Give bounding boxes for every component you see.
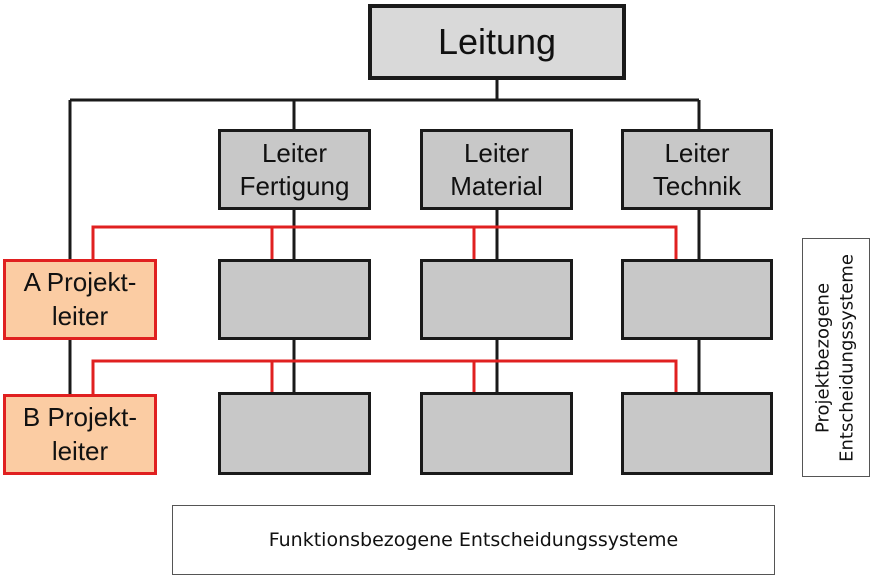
leiter-material-line1: Leiter xyxy=(463,138,530,168)
cell-a-material xyxy=(420,259,573,340)
functional-systems-caption: Funktionsbezogene Entscheidungssysteme xyxy=(172,505,775,575)
project-systems-caption: Projektbezogene Entscheidungssysteme xyxy=(802,238,870,477)
functional-systems-label: Funktionsbezogene Entscheidungssysteme xyxy=(268,529,679,551)
projekt-a-box: A Projekt- leiter xyxy=(3,259,157,340)
cell-a-fertigung xyxy=(218,259,371,340)
cell-b-technik xyxy=(621,392,773,475)
cell-b-material xyxy=(420,392,573,475)
leiter-fertigung-box: Leiter Fertigung xyxy=(218,129,371,210)
projekt-a-line1: A Projekt- xyxy=(23,266,137,297)
leiter-technik-line2: Technik xyxy=(652,170,742,201)
leiter-fertigung-line1: Leiter xyxy=(261,138,328,168)
projekt-b-box: B Projekt- leiter xyxy=(3,394,157,475)
project-systems-line1: Projektbezogene xyxy=(812,282,834,433)
projekt-b-line2: leiter xyxy=(51,435,109,466)
cell-b-fertigung xyxy=(218,392,371,475)
project-systems-label: Projektbezogene Entscheidungssysteme xyxy=(812,254,861,462)
leitung-box: Leitung xyxy=(368,4,626,80)
leitung-label: Leitung xyxy=(437,21,557,62)
projekt-b-line1: B Projekt- xyxy=(22,401,138,432)
projekt-a-line2: leiter xyxy=(51,300,109,331)
project-a-line xyxy=(91,225,678,260)
project-systems-line2: Entscheidungssysteme xyxy=(837,253,858,462)
cell-a-technik xyxy=(621,259,773,340)
leiter-material-line2: Material xyxy=(450,170,543,201)
leiter-fertigung-line2: Fertigung xyxy=(239,170,350,201)
leiter-technik-box: Leiter Technik xyxy=(621,129,773,210)
leiter-material-box: Leiter Material xyxy=(420,129,573,210)
project-b-line xyxy=(91,359,678,395)
leiter-technik-line1: Leiter xyxy=(664,138,730,168)
